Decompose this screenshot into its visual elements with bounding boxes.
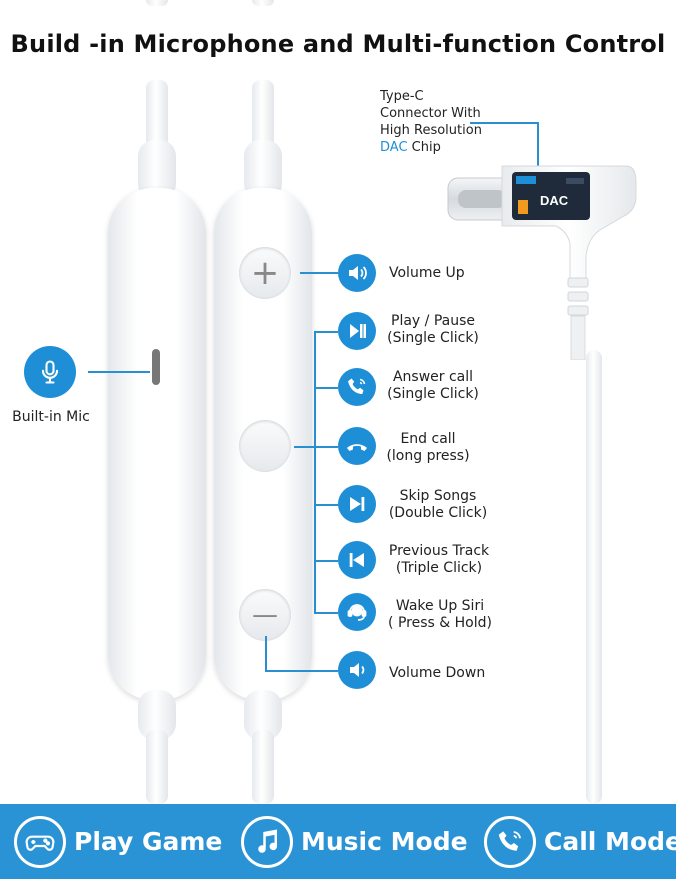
mic-remote-body <box>108 188 206 700</box>
mode-play-game-label: Play Game <box>74 827 223 856</box>
answer-call-line2: (Single Click) <box>387 386 479 402</box>
previous-track-line1: Previous Track <box>388 543 490 559</box>
skip-songs-line1: Skip Songs <box>399 488 477 504</box>
cable-left-lower <box>146 730 168 804</box>
tick-answer <box>314 387 338 389</box>
dac-pointer-h <box>470 122 539 124</box>
mode-music-label: Music Mode <box>301 827 468 856</box>
mic-label: Built-in Mic <box>12 409 90 425</box>
microphone-icon <box>24 346 76 398</box>
play-pause-icon <box>338 312 376 350</box>
skip-songs-icon <box>338 485 376 523</box>
dac-label-line1: Type-C <box>380 89 424 104</box>
volume-up-pointer <box>300 272 338 274</box>
mode-bar: Play Game Music Mode Call Mode <box>0 804 676 879</box>
mode-play-game: Play Game <box>14 804 222 879</box>
mode-music: Music Mode <box>241 804 468 879</box>
mode-call: Call Mode <box>484 804 676 879</box>
tick-siri <box>314 612 338 614</box>
phone-call-icon <box>484 815 536 868</box>
volume-down-label: Volume Down <box>389 665 486 681</box>
music-note-icon <box>241 815 293 868</box>
end-call-line1: End call <box>400 431 456 447</box>
dac-label-line4: Chip <box>407 140 441 155</box>
volume-down-button[interactable]: — <box>239 589 291 641</box>
dac-chip-label: DAC <box>540 193 569 208</box>
tick-play <box>314 331 338 333</box>
end-call-label: End call (long press) <box>373 431 483 465</box>
dac-highlight: DAC <box>380 140 408 155</box>
dac-label-line3: High Resolution <box>380 123 482 138</box>
minus-glyph: — <box>252 600 278 630</box>
end-call-icon <box>338 427 376 465</box>
end-call-line2: (long press) <box>386 448 470 464</box>
answer-call-icon <box>338 368 376 406</box>
play-pause-line2: (Single Click) <box>387 330 479 346</box>
cable-dac <box>586 350 602 804</box>
gamepad-icon <box>14 815 66 868</box>
tick-skip <box>314 504 338 506</box>
dac-connector-label: Type-C Connector With High Resolution DA… <box>380 88 482 156</box>
mode-call-label: Call Mode <box>544 827 676 856</box>
page-title: Build -in Microphone and Multi-function … <box>10 30 666 58</box>
volume-up-label: Volume Up <box>389 265 465 281</box>
volume-up-button[interactable]: + <box>239 247 291 299</box>
mic-opening <box>152 349 160 385</box>
volume-down-pointer-v <box>265 636 267 672</box>
previous-track-line2: (Triple Click) <box>395 560 483 576</box>
mic-pointer <box>88 371 150 373</box>
cable-right-top <box>252 0 274 6</box>
center-button[interactable] <box>239 420 291 472</box>
tick-previous <box>314 560 338 562</box>
play-pause-label: Play / Pause (Single Click) <box>378 313 488 347</box>
wake-siri-line1: Wake Up Siri <box>395 598 485 614</box>
wake-siri-line2: ( Press & Hold) <box>388 615 492 631</box>
type-c-connector: DAC <box>447 165 637 360</box>
center-bracket-v <box>314 331 316 614</box>
play-pause-line1: Play / Pause <box>391 313 475 329</box>
plus-glyph: + <box>250 253 280 293</box>
dac-label-line2: Connector With <box>380 106 481 121</box>
center-pointer <box>294 446 314 448</box>
siri-headset-icon <box>338 593 376 631</box>
answer-call-line1: Answer call <box>392 369 474 385</box>
previous-track-icon <box>338 541 376 579</box>
skip-songs-line2: (Double Click) <box>388 505 488 521</box>
previous-track-label: Previous Track (Triple Click) <box>378 543 500 577</box>
answer-call-label: Answer call (Single Click) <box>378 369 488 403</box>
volume-up-icon <box>338 254 376 292</box>
cable-left-top <box>146 0 168 6</box>
volume-down-pointer-h <box>265 670 338 672</box>
wake-siri-label: Wake Up Siri ( Press & Hold) <box>380 598 500 632</box>
dac-pointer-v <box>537 122 539 170</box>
volume-down-icon <box>338 651 376 689</box>
cable-right-lower <box>252 730 274 804</box>
tick-end <box>314 446 338 448</box>
skip-songs-label: Skip Songs (Double Click) <box>379 488 497 522</box>
